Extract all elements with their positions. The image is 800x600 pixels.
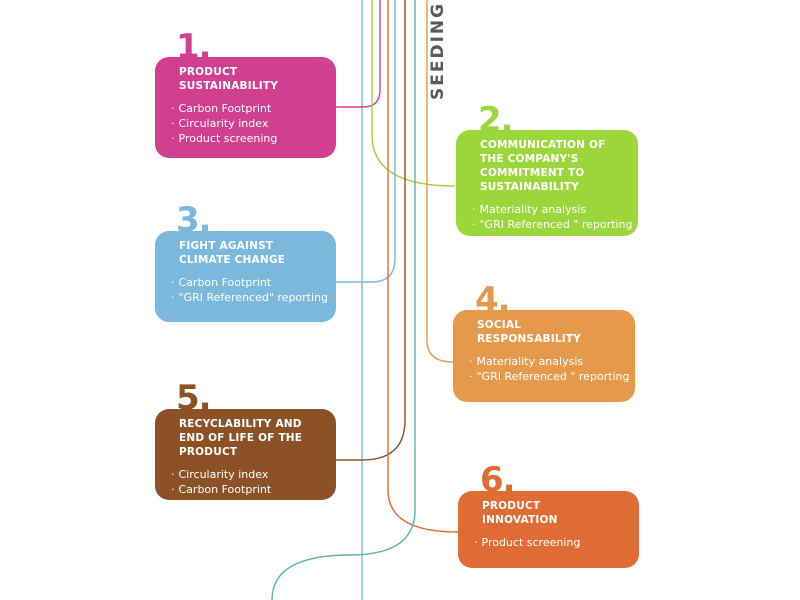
step-4-item: Materiality analysis <box>477 354 621 369</box>
step-1-item: Product screening <box>179 131 322 146</box>
step-5-item: Carbon Footprint <box>179 482 322 497</box>
connector-step-5 <box>336 0 406 461</box>
connector-continuation <box>271 0 416 600</box>
seeding-label: SEEDING <box>428 1 448 100</box>
step-5-title: RECYCLABILITY AND END OF LIFE OF THE PRO… <box>179 418 303 458</box>
step-2-items: Materiality analysis "GRI Referenced " r… <box>480 202 633 232</box>
step-6-item: Product screening <box>482 535 625 550</box>
step-4-card: SOCIAL RESPONSABILITY Materiality analys… <box>453 310 635 402</box>
connector-step-2 <box>371 0 456 187</box>
step-3-items: Carbon Footprint "GRI Referenced" report… <box>179 275 329 305</box>
step-6-items: Product screening <box>482 535 625 550</box>
step-3-item: Carbon Footprint <box>179 275 322 290</box>
connector-step-1 <box>336 0 381 108</box>
step-1-card: PRODUCT SUSTAINABILITY Carbon Footprint … <box>155 57 336 158</box>
step-6-title: PRODUCT INNOVATION <box>482 500 558 526</box>
step-3-title: FIGHT AGAINST CLIMATE CHANGE <box>179 240 286 266</box>
step-3-card: FIGHT AGAINST CLIMATE CHANGE Carbon Foot… <box>155 231 336 322</box>
step-5-card: RECYCLABILITY AND END OF LIFE OF THE PRO… <box>155 409 336 500</box>
step-4-item: "GRI Referenced " reporting <box>477 369 630 384</box>
step-3-item: "GRI Referenced" reporting <box>179 290 329 305</box>
step-2-item: Materiality analysis <box>480 202 624 217</box>
step-2-card: COMMUNICATION OF THE COMPANY'S COMMITMEN… <box>456 130 638 236</box>
connector-step-4 <box>426 0 454 363</box>
step-2-title: COMMUNICATION OF THE COMPANY'S COMMITMEN… <box>480 139 606 193</box>
step-1-item: Carbon Footprint <box>179 101 322 116</box>
connector-step-3 <box>336 0 396 283</box>
step-1-items: Carbon Footprint Circularity index Produ… <box>179 101 322 146</box>
step-5-item: Circularity index <box>179 467 322 482</box>
step-4-items: Materiality analysis "GRI Referenced " r… <box>477 354 630 384</box>
step-6-card: PRODUCT INNOVATION Product screening <box>458 491 639 568</box>
step-4-title: SOCIAL RESPONSABILITY <box>477 319 581 345</box>
connector-step-6 <box>387 0 459 533</box>
step-1-title: PRODUCT SUSTAINABILITY <box>179 66 279 92</box>
step-5-items: Circularity index Carbon Footprint <box>179 467 322 497</box>
step-1-item: Circularity index <box>179 116 322 131</box>
step-2-item: "GRI Referenced " reporting <box>480 217 633 232</box>
